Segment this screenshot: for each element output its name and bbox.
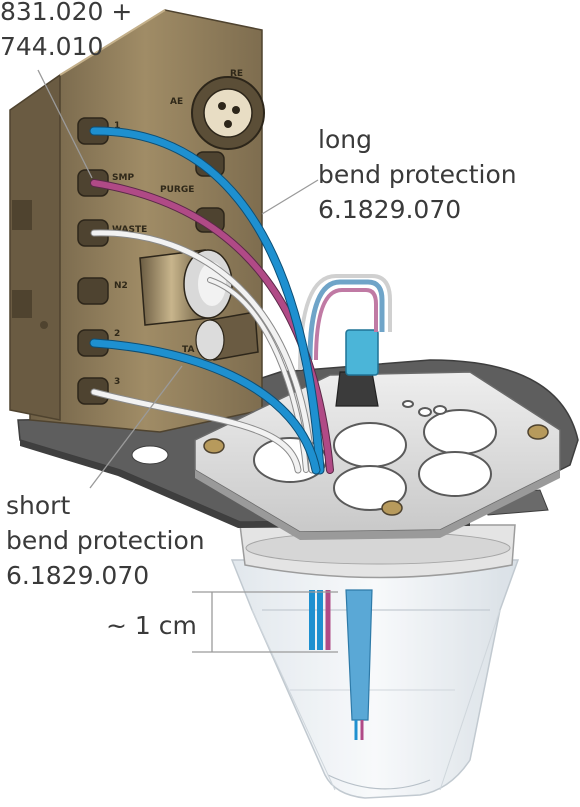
label-part-numbers: 831.020 + 744.010 (0, 0, 132, 64)
panel-marking-ta: TA (182, 345, 194, 355)
lid-screws (203, 424, 549, 516)
label-dimension: ~ 1 cm (106, 611, 197, 640)
panel-marking-2: 2 (114, 329, 120, 339)
leader-short-bend (89, 365, 183, 489)
panel-marking-3: 3 (114, 377, 120, 387)
glass-vessel (230, 559, 520, 799)
label-long-line3: 6.1829.070 (318, 195, 462, 224)
panel-marking-n2: N2 (114, 281, 128, 291)
vessel-tubes (309, 589, 373, 740)
panel-marking-1: 1 (114, 121, 120, 131)
connector-panel: 1 SMP WASTE N2 2 3 AE RE PURGE TA (9, 9, 265, 433)
label-long-line2: bend protection (318, 160, 517, 189)
cylinder-fitting (139, 249, 233, 326)
leader-top-left (37, 69, 93, 179)
tubes (89, 126, 334, 475)
label-long-bend-protection: long bend protection 6.1829.070 (318, 122, 517, 227)
panel-marking-smp: SMP (112, 173, 134, 183)
round-connector (191, 76, 265, 150)
panel-marking-ae: AE (170, 97, 183, 107)
label-short-line2: bend protection (6, 526, 205, 555)
label-part-numbers-line2: 744.010 (0, 32, 104, 61)
label-short-bend-protection: short bend protection 6.1829.070 (6, 488, 205, 593)
label-short-line3: 6.1829.070 (6, 561, 150, 590)
panel-marking-re: RE (230, 69, 243, 79)
top-fitting (298, 274, 392, 407)
leader-lines (37, 69, 338, 653)
label-part-numbers-line1: 831.020 + (0, 0, 133, 26)
panel-marking-waste: WASTE (112, 225, 147, 235)
label-long-line1: long (318, 125, 372, 154)
panel-marking-purge: PURGE (160, 185, 194, 195)
leader-long-bend (261, 179, 319, 215)
panel-markings: 1 SMP WASTE N2 2 3 AE RE PURGE TA (112, 69, 243, 387)
small-fitting (195, 311, 259, 361)
label-short-line1: short (6, 491, 71, 520)
